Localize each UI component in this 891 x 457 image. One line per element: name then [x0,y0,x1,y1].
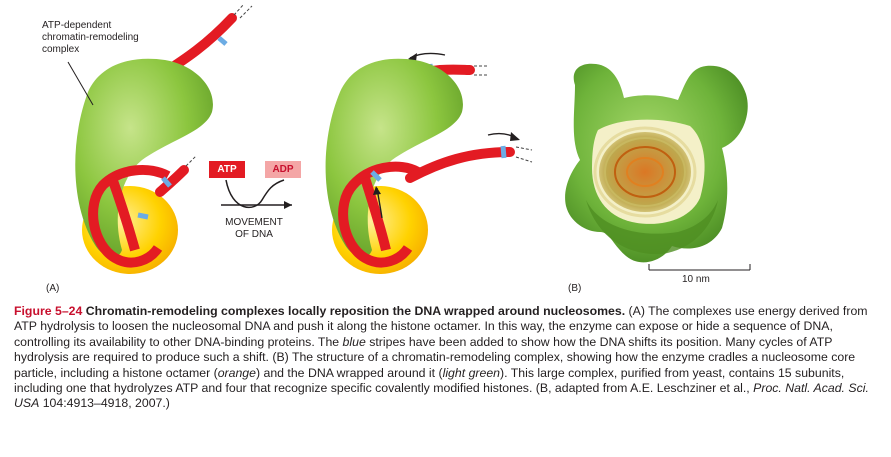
caption-text-5: 104:4913–4918, 2007.) [39,396,170,411]
caption-orange-word: orange [217,365,256,380]
atp-label: ATP [217,164,237,175]
panel-b-label: (B) [568,283,582,294]
caption-text-2: stripes have been added to show how the … [14,334,856,380]
em-structure [565,63,748,263]
scale-bar [648,264,751,271]
adp-box [265,161,301,178]
caption-title: Chromatin-remodeling complexes locally r… [85,304,626,318]
movement-label: MOVEMENT OF DNA [214,217,294,241]
nucleosome-right [325,52,533,274]
figure-number: Figure 5–24 [14,304,83,318]
complex-label-line-3: complex [42,44,80,55]
complex-label: ATP-dependent chromatin-remodeling compl… [42,20,139,56]
movement-label-line-1: MOVEMENT [225,217,283,228]
complex-pointer-line [67,61,94,106]
scale-bar-label: 10 nm [682,274,710,285]
complex-label-line-2: chromatin-remodeling [42,32,139,43]
figure-caption: Figure 5–24 Chromatin-remodeling complex… [14,304,880,412]
nucleosome-left [75,3,253,274]
caption-text-4: ). This large complex, purified from yea… [14,365,845,396]
adp-label: ADP [272,164,294,175]
panel-a-label: (A) [46,283,60,294]
caption-text-3: ) and the DNA wrapped around it ( [255,365,443,380]
figure-artwork [67,3,751,274]
atp-reaction [209,161,301,209]
caption-light-green-word: light green [442,365,501,380]
caption-blue-word: blue [342,334,366,349]
figure-illustration: ATP-dependent chromatin-remodeling compl… [42,3,751,294]
caption-journal: Proc. Natl. Acad. Sci. USA [14,381,869,411]
movement-label-line-2: OF DNA [235,229,273,240]
atp-box [209,161,245,178]
complex-label-line-1: ATP-dependent [42,20,112,31]
caption-text-1: (A) The complexes use energy derived fro… [14,304,868,349]
